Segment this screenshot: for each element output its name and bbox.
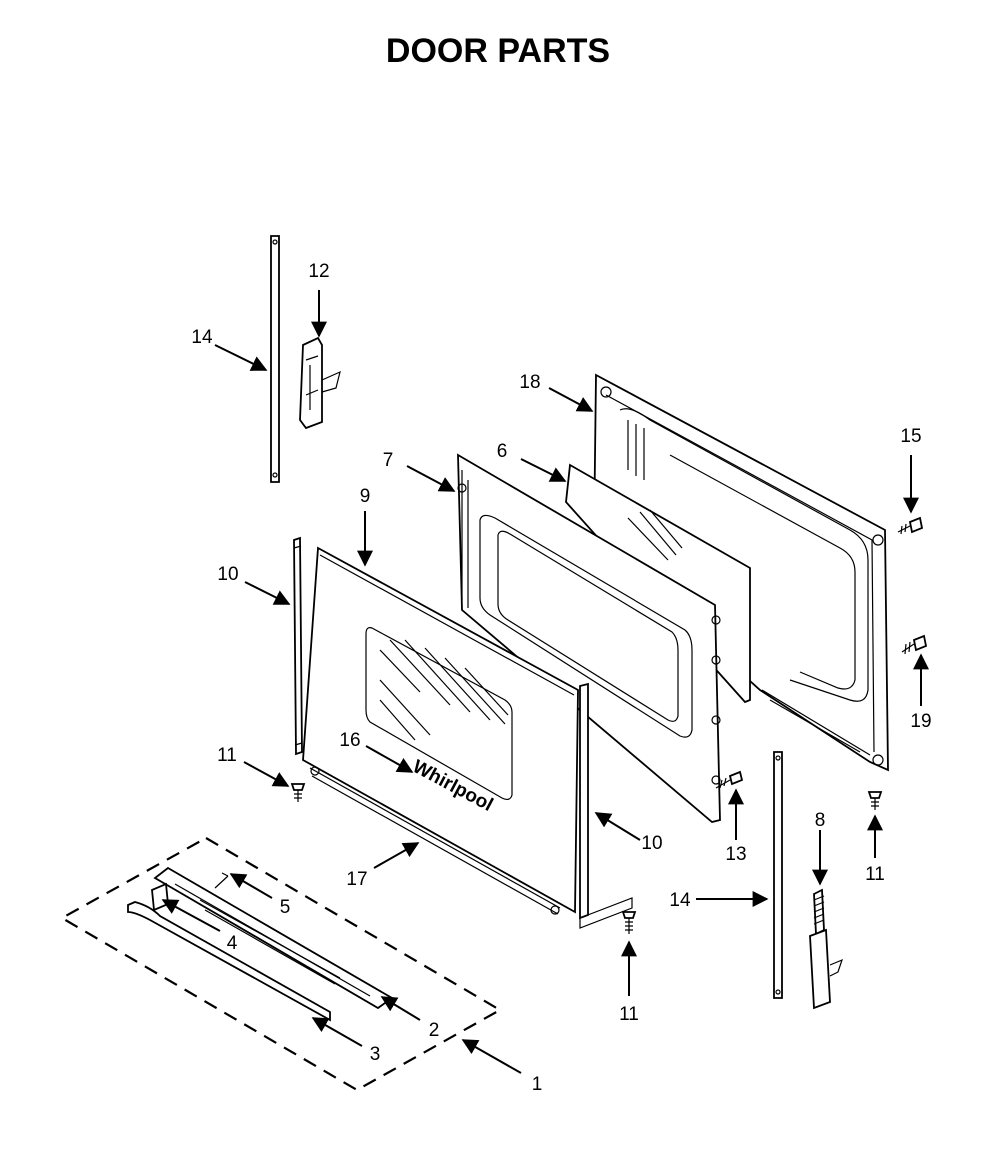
callout-10-right: 10 xyxy=(641,833,662,854)
callout-12: 12 xyxy=(308,261,329,282)
callout-3: 3 xyxy=(370,1044,381,1065)
callout-1: 1 xyxy=(532,1074,543,1095)
door-side-trim-left xyxy=(293,536,303,756)
door-hinge-right xyxy=(809,888,843,1010)
door-side-trim-right xyxy=(579,682,633,929)
inner-door-panel xyxy=(457,453,721,823)
hinge-channel-left xyxy=(270,235,280,483)
callout-labels: 14 12 18 6 7 9 10 11 16 10 13 15 19 11 8… xyxy=(191,261,931,1095)
callout-11-left: 11 xyxy=(217,745,237,766)
leader-lines xyxy=(161,290,929,1074)
callout-2: 2 xyxy=(429,1020,440,1041)
door-hinge-left xyxy=(299,336,341,430)
callout-8: 8 xyxy=(815,810,826,831)
front-door-panel: Whirlpool xyxy=(302,546,579,914)
callout-4: 4 xyxy=(227,933,238,954)
page-title: DOOR PARTS xyxy=(386,32,610,70)
screw-11-right xyxy=(867,791,883,810)
callout-14-bottom: 14 xyxy=(669,890,691,911)
callout-19: 19 xyxy=(910,711,931,732)
callout-13: 13 xyxy=(725,844,746,865)
screw-15 xyxy=(897,516,924,535)
callout-15: 15 xyxy=(900,426,921,447)
callout-11-right: 11 xyxy=(865,864,885,885)
screw-13 xyxy=(715,770,744,789)
screw-11-bottom xyxy=(621,911,637,934)
callout-9: 9 xyxy=(360,486,371,507)
callout-10-left: 10 xyxy=(217,564,238,585)
screw-11-left xyxy=(290,783,306,802)
callout-16: 16 xyxy=(339,730,360,751)
callout-18: 18 xyxy=(519,372,540,393)
control-panel-assembly xyxy=(59,836,503,1092)
callout-11-bottom: 11 xyxy=(619,1004,639,1025)
callout-6: 6 xyxy=(497,441,508,462)
screw-19 xyxy=(901,634,928,655)
callout-7: 7 xyxy=(383,450,394,471)
callout-14-top: 14 xyxy=(191,327,213,348)
callout-5: 5 xyxy=(280,897,291,918)
callout-17: 17 xyxy=(346,869,367,890)
door-vent-trim xyxy=(309,766,561,915)
hinge-channel-right xyxy=(773,751,783,999)
